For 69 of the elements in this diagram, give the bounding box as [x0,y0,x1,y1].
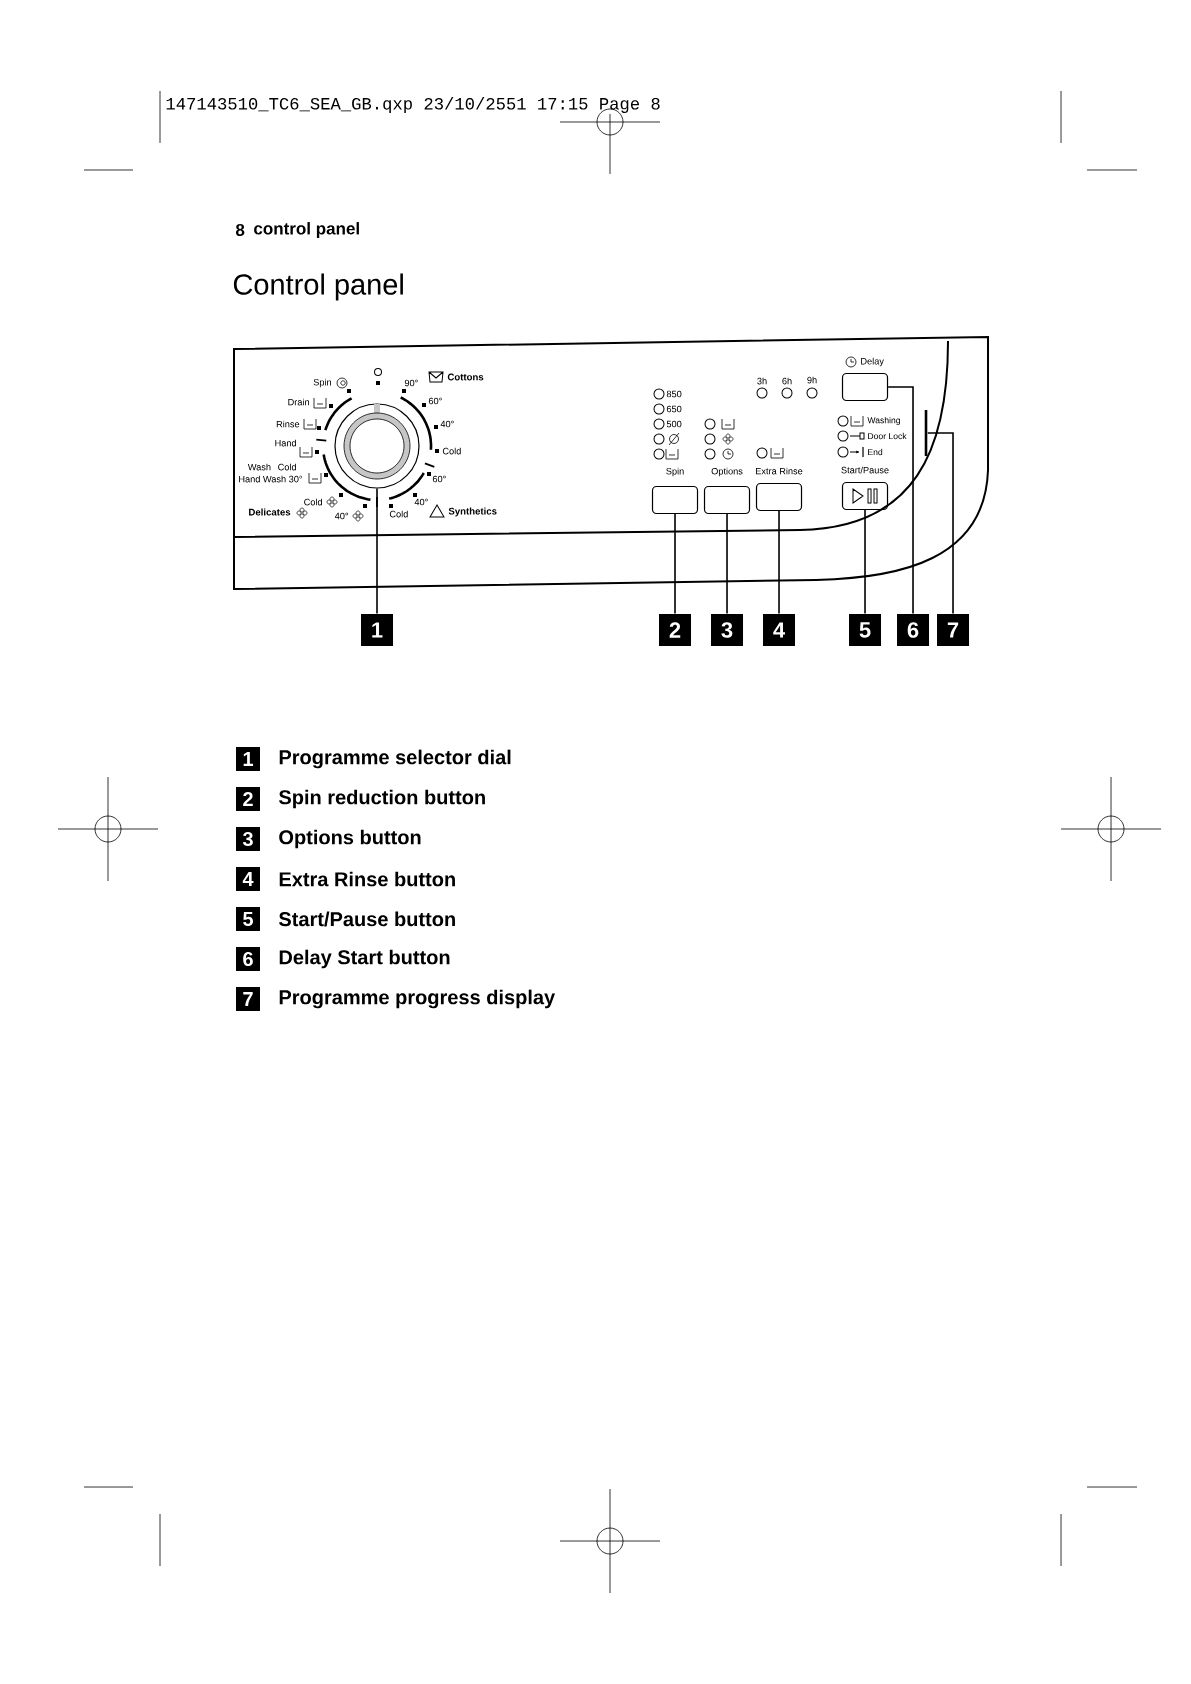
callout-number: 5 [849,614,881,646]
programme-group-label: Cottons [447,373,484,381]
panel-label: 850 [666,390,682,398]
panel-label: Hand Wash 30° [239,475,303,483]
item-description: Programme selector dial [279,749,511,769]
programme-group-label: Delicates [249,508,291,516]
page-number: 8 [235,224,245,236]
panel-label: Options [711,467,743,477]
push-button [841,481,889,511]
file-info-text: 147143510_TC6_SEA_GB.qxp 23/10/2551 17:15 Page 8 [166,97,660,113]
leader-line [926,432,954,615]
panel-label: Rinse [276,420,300,428]
leader-line [674,513,676,615]
panel-label: Cold [442,447,461,455]
callout-number: 1 [236,747,260,771]
running-header: control panel [254,222,359,238]
item-description: Delay Start button [279,949,450,969]
panel-label: Hand Wash Cold [247,439,296,471]
panel-label: 650 [666,405,682,413]
callout-number: 7 [236,987,260,1011]
panel-label: 500 [666,420,682,428]
callout-number: 6 [897,614,929,646]
programme-group-label: Synthetics [448,507,497,517]
panel-label: End [868,448,883,456]
panel-label: Drain [288,398,309,406]
callout-number: 4 [763,614,795,646]
panel-label: Washing [867,417,900,425]
leader-line [726,513,728,615]
leader-line [376,487,378,615]
leader-line [864,509,866,615]
callout-number: 2 [659,614,691,646]
callout-number: 3 [236,827,260,851]
push-button [651,485,699,515]
bracket-bar [924,410,928,456]
panel-label: Start/Pause [841,466,889,474]
panel-label: Cold [304,498,322,506]
item-description: Start/Pause button [278,911,455,927]
panel-label: 90° [404,379,418,387]
callout-number: 4 [236,867,260,891]
item-description: Extra Rinse button [279,871,455,887]
push-button [755,482,803,512]
panel-label: 6h [782,377,792,385]
push-button [841,372,889,402]
panel-label: Cold [389,510,408,518]
item-description: Programme progress display [279,989,556,1009]
panel-label: 9h [807,376,817,384]
panel-label: 3h [757,377,767,385]
leader-line [887,386,914,615]
push-button [703,485,751,515]
panel-label: 40° [334,512,349,520]
callout-number: 3 [711,614,743,646]
panel-label: Extra Rinse [756,467,803,475]
leader-line [778,510,780,615]
item-description: Options button [279,829,421,849]
callout-number: 1 [361,614,393,646]
panel-label: 40° [414,498,428,506]
selector-dial [334,403,420,489]
panel-label: 60° [428,397,442,405]
callout-number: 5 [236,907,260,931]
item-description: Spin reduction button [278,789,485,809]
panel-label: 40° [440,420,454,428]
panel-label: Door Lock [868,432,907,440]
panel-label: Spin [666,467,684,477]
callout-number: 6 [236,947,260,971]
callout-number: 7 [937,614,969,646]
callout-number: 2 [236,787,260,811]
page-title: Control panel [233,273,403,301]
panel-label: Spin [313,378,331,388]
panel-label: 60° [432,475,446,483]
